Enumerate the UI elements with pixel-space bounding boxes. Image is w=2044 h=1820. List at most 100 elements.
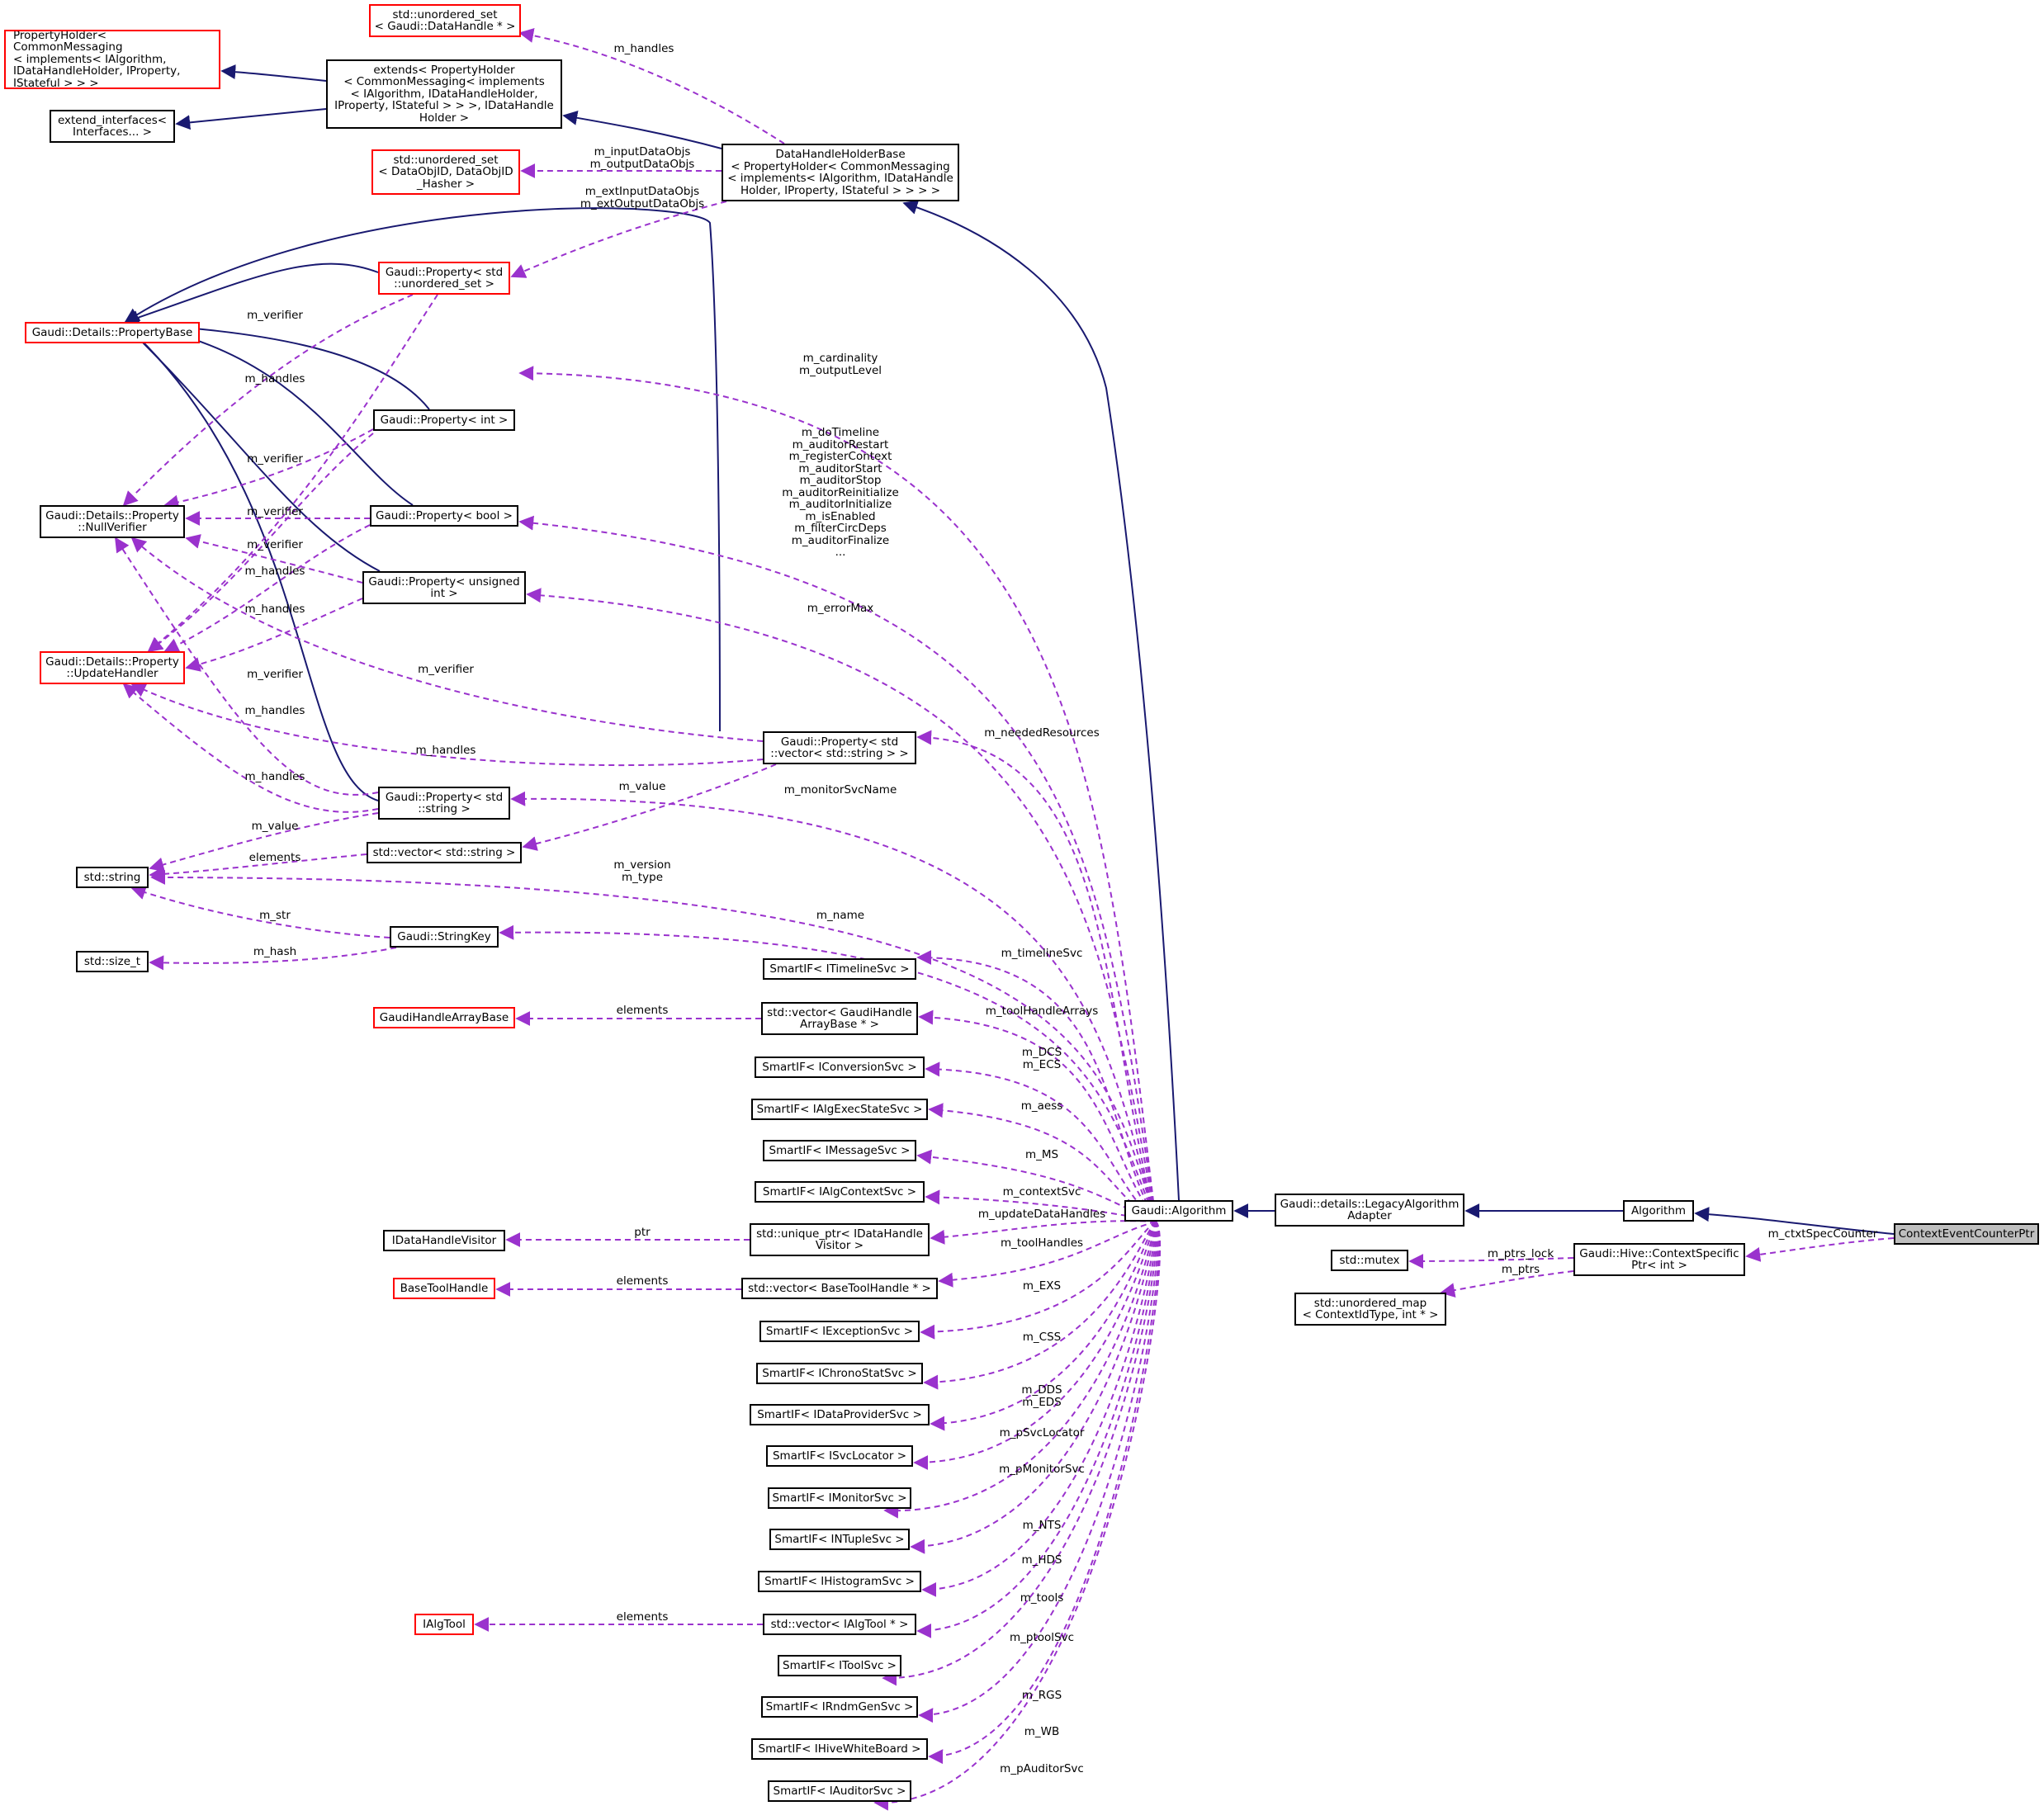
edge-label: m_handles bbox=[244, 603, 305, 616]
node-extends-propertyholder[interactable]: extends< PropertyHolder < CommonMessagin… bbox=[326, 59, 562, 129]
node-datahandleholderbase[interactable]: DataHandleHolderBase < PropertyHolder< C… bbox=[722, 144, 959, 201]
edge-use-property-int bbox=[518, 366, 1157, 1222]
edge-inherit-propertyholder bbox=[220, 64, 327, 82]
edge-label: m_toolHandles bbox=[1000, 1236, 1084, 1250]
node-smartif-algcontext[interactable]: SmartIF< IAlgContextSvc > bbox=[755, 1181, 925, 1203]
node-smartif-rndmgen[interactable]: SmartIF< IRndmGenSvc > bbox=[761, 1696, 918, 1718]
edge-label: elements bbox=[248, 851, 301, 864]
edge-use-m-hash bbox=[149, 947, 397, 971]
edge-label: m_verifier bbox=[247, 505, 303, 518]
node-smartif-chronostat[interactable]: SmartIF< IChronoStatSvc > bbox=[756, 1363, 923, 1384]
edge-label: m_handles bbox=[613, 42, 674, 55]
edge-label: m_ctxtSpecCounter bbox=[1767, 1227, 1878, 1241]
node-property-int[interactable]: Gaudi::Property< int > bbox=[373, 409, 515, 431]
node-legacyalgorithmadapter[interactable]: Gaudi::details::LegacyAlgorithm Adapter bbox=[1275, 1194, 1464, 1227]
edge-label: m_handles bbox=[244, 770, 305, 783]
edge-use-vector-gaudihandle bbox=[918, 1009, 1157, 1222]
edge-label: m_WB bbox=[1024, 1725, 1060, 1738]
edge-use-m-handles-top bbox=[518, 28, 785, 144]
node-ialgtool[interactable]: IAlgTool bbox=[414, 1614, 474, 1635]
edge-label: m_value bbox=[251, 820, 299, 833]
node-property-string[interactable]: Gaudi::Property< std ::string > bbox=[378, 787, 510, 820]
node-vector-gaudihandle[interactable]: std::vector< GaudiHandle ArrayBase * > bbox=[761, 1002, 918, 1035]
node-smartif-hivewhiteboard[interactable]: SmartIF< IHiveWhiteBoard > bbox=[751, 1738, 928, 1760]
node-smartif-dataprovider[interactable]: SmartIF< IDataProviderSvc > bbox=[750, 1404, 930, 1425]
node-propertyholder[interactable]: PropertyHolder< CommonMessaging < implem… bbox=[4, 30, 220, 89]
edge-label: m_handles bbox=[244, 372, 305, 385]
node-smartif-conversion[interactable]: SmartIF< IConversionSvc > bbox=[755, 1057, 925, 1078]
node-std-mutex[interactable]: std::mutex bbox=[1331, 1250, 1408, 1271]
edge-label: ptr bbox=[634, 1226, 651, 1239]
node-gaudihandlearraybase[interactable]: GaudiHandleArrayBase bbox=[373, 1007, 515, 1028]
edge-label: m_DDS m_EDS bbox=[1021, 1383, 1062, 1409]
edge-label: m_verifier bbox=[418, 663, 474, 676]
node-nullverifier[interactable]: Gaudi::Details::Property ::NullVerifier bbox=[40, 505, 185, 538]
edge-use-smartif-exception bbox=[920, 1221, 1157, 1340]
edge-label: m_str bbox=[259, 909, 291, 922]
edge-label: m_version m_type bbox=[613, 858, 671, 884]
edge-use-smartif-toolsvc bbox=[882, 1221, 1158, 1686]
node-property-vector-string[interactable]: Gaudi::Property< std ::vector< std::stri… bbox=[763, 731, 916, 764]
node-std-string[interactable]: std::string bbox=[76, 867, 149, 888]
edge-label: m_verifier bbox=[247, 309, 303, 322]
edge-inherit-extend-interfaces bbox=[175, 108, 327, 130]
node-smartif-ntuple[interactable]: SmartIF< INTupleSvc > bbox=[769, 1529, 910, 1550]
node-smartif-timeline[interactable]: SmartIF< ITimelineSvc > bbox=[763, 958, 916, 980]
node-smartif-exception[interactable]: SmartIF< IExceptionSvc > bbox=[759, 1321, 920, 1342]
node-unordered-set-datahandle[interactable]: std::unordered_set < Gaudi::DataHandle *… bbox=[369, 4, 521, 37]
node-gaudi-algorithm[interactable]: Gaudi::Algorithm bbox=[1124, 1200, 1233, 1222]
edge-label: m_CSS bbox=[1022, 1331, 1062, 1344]
node-algorithm[interactable]: Algorithm bbox=[1623, 1200, 1694, 1222]
node-updatehandler[interactable]: Gaudi::Details::Property ::UpdateHandler bbox=[40, 651, 185, 684]
node-vector-basetoolhandle[interactable]: std::vector< BaseToolHandle * > bbox=[741, 1278, 938, 1299]
edge-label: m_MS bbox=[1024, 1148, 1059, 1161]
node-smartif-monitor[interactable]: SmartIF< IMonitorSvc > bbox=[768, 1487, 911, 1509]
node-vector-ialgtool[interactable]: std::vector< IAlgTool * > bbox=[763, 1614, 916, 1635]
edge-use-smartif-hivewhiteboard bbox=[928, 1221, 1160, 1765]
node-property-unsigned-int[interactable]: Gaudi::Property< unsigned int > bbox=[362, 571, 526, 604]
edge-label: m_updateDataHandles bbox=[977, 1208, 1106, 1221]
node-smartif-algexecstate[interactable]: SmartIF< IAlgExecStateSvc > bbox=[751, 1099, 928, 1120]
node-vector-string[interactable]: std::vector< std::string > bbox=[367, 842, 522, 863]
edge-use-vector-basetoolhandle bbox=[938, 1221, 1157, 1288]
node-property-unordered-set[interactable]: Gaudi::Property< std ::unordered_set > bbox=[378, 262, 510, 295]
edge-inherit-prop-unordered-set bbox=[124, 262, 379, 325]
node-unordered-set-dataobjid[interactable]: std::unordered_set < DataObjID, DataObjI… bbox=[371, 149, 520, 195]
node-basetoolhandle[interactable]: BaseToolHandle bbox=[393, 1278, 495, 1299]
node-stringkey[interactable]: Gaudi::StringKey bbox=[390, 926, 499, 948]
edge-label: m_aess bbox=[1020, 1099, 1063, 1113]
edge-inherit-prop-vector-string bbox=[124, 207, 721, 732]
edge-label: m_handles bbox=[415, 744, 476, 757]
node-contextspecificptr[interactable]: Gaudi::Hive::ContextSpecific Ptr< int > bbox=[1573, 1243, 1745, 1276]
edge-use-handles-3 bbox=[163, 524, 371, 652]
edge-use-handles-1 bbox=[147, 294, 438, 653]
node-unordered-map[interactable]: std::unordered_map < ContextIdType, int … bbox=[1294, 1293, 1446, 1326]
edge-label: m_verifier bbox=[247, 668, 303, 681]
node-smartif-auditor[interactable]: SmartIF< IAuditorSvc > bbox=[768, 1780, 911, 1802]
node-contexteventcounterptr[interactable]: ContextEventCounterPtr bbox=[1894, 1223, 2039, 1245]
edge-use-handles-6 bbox=[122, 683, 379, 813]
edge-use-unique-ptr-visitor bbox=[930, 1220, 1157, 1245]
edge-use-smartif-conversion bbox=[925, 1061, 1157, 1222]
edge-label: m_inputDataObjs m_outputDataObjs bbox=[589, 145, 695, 171]
edge-label: m_tools bbox=[1020, 1591, 1064, 1605]
node-extend-interfaces[interactable]: extend_interfaces< Interfaces... > bbox=[50, 110, 175, 143]
edge-label: m_DCS m_ECS bbox=[1021, 1046, 1062, 1071]
edge-use-property-string bbox=[510, 791, 1157, 1222]
node-propertybase[interactable]: Gaudi::Details::PropertyBase bbox=[25, 322, 200, 343]
node-idatahandlevisitor[interactable]: IDataHandleVisitor bbox=[383, 1230, 505, 1251]
node-smartif-svclocator[interactable]: SmartIF< ISvcLocator > bbox=[766, 1445, 913, 1467]
node-smartif-message[interactable]: SmartIF< IMessageSvc > bbox=[763, 1140, 916, 1161]
edge-label: m_toolHandleArrays bbox=[985, 1005, 1099, 1018]
node-size-t[interactable]: std::size_t bbox=[76, 951, 149, 972]
node-property-bool[interactable]: Gaudi::Property< bool > bbox=[370, 505, 518, 527]
edge-label: m_contextSvc bbox=[1002, 1185, 1081, 1198]
node-unique-ptr-visitor[interactable]: std::unique_ptr< IDataHandle Visitor > bbox=[750, 1223, 930, 1256]
node-smartif-histogram[interactable]: SmartIF< IHistogramSvc > bbox=[758, 1571, 921, 1592]
edge-inherit-extends bbox=[562, 110, 722, 149]
edge-use-elements-1 bbox=[149, 853, 367, 882]
node-smartif-toolsvc[interactable]: SmartIF< IToolSvc > bbox=[778, 1655, 901, 1676]
edge-inherit-prop-unsigned bbox=[124, 324, 381, 572]
edge-use-std-string bbox=[150, 870, 1157, 1222]
